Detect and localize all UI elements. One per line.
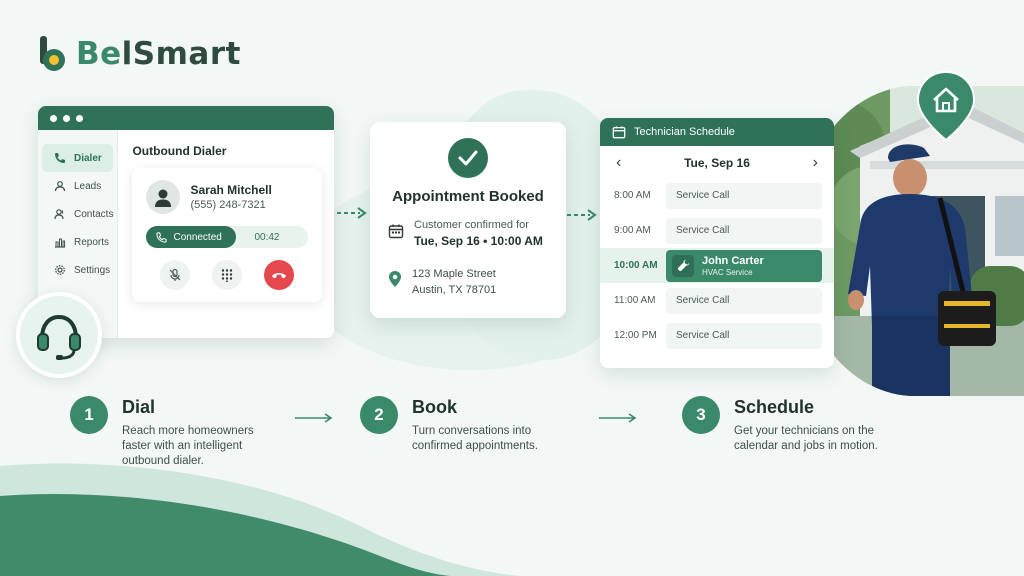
chevron-left-icon[interactable]: ‹ bbox=[616, 154, 622, 171]
step-title: Dial bbox=[122, 397, 156, 417]
schedule-slot[interactable]: 11:00 AM Service Call bbox=[600, 283, 834, 318]
call-duration: 00:42 bbox=[254, 231, 280, 243]
sidebar-item-label: Settings bbox=[74, 264, 111, 276]
slot-label: Service Call bbox=[666, 287, 822, 314]
sidebar-item-label: Dialer bbox=[74, 152, 102, 164]
step-title: Schedule bbox=[734, 397, 815, 417]
address-line: Austin, TX 78701 bbox=[412, 284, 497, 296]
step-description: Get your technicians on the calendar and… bbox=[734, 425, 878, 452]
calendar-icon bbox=[612, 126, 626, 139]
slot-time: 9:00 AM bbox=[614, 225, 651, 236]
bottom-wave-decoration bbox=[0, 463, 520, 576]
person-avatar-icon bbox=[155, 189, 172, 207]
arrow-right-icon bbox=[337, 207, 367, 219]
dialer-window: Dialer Leads Contacts Reports Settings O… bbox=[38, 106, 334, 338]
phone-call-icon bbox=[156, 231, 168, 243]
active-call-card: Sarah Mitchell (555) 248-7321 Connected … bbox=[132, 168, 323, 302]
window-dot bbox=[63, 114, 70, 122]
slot-time: 12:00 PM bbox=[614, 330, 657, 341]
sidebar-item-reports[interactable]: Reports bbox=[42, 228, 113, 256]
schedule-date: Tue, Sep 16 bbox=[684, 156, 750, 170]
schedule-slot[interactable]: 9:00 AM Service Call bbox=[600, 213, 834, 248]
keypad-button[interactable] bbox=[212, 260, 243, 290]
bar-chart-icon bbox=[55, 238, 66, 248]
sidebar-item-dialer[interactable]: Dialer bbox=[42, 144, 114, 172]
chevron-right-icon[interactable]: › bbox=[812, 154, 818, 171]
end-call-button[interactable] bbox=[264, 260, 295, 290]
appointment-booked-card: Appointment Booked Customer confirmed fo… bbox=[370, 122, 566, 318]
confirm-label: Customer confirmed for bbox=[414, 219, 529, 231]
calendar-icon bbox=[388, 224, 404, 239]
step-number: 3 bbox=[682, 396, 720, 434]
appointment-datetime: Tue, Sep 16 • 10:00 AM bbox=[414, 234, 543, 248]
slot-time: 11:00 AM bbox=[614, 295, 656, 306]
sidebar-item-label: Leads bbox=[74, 180, 102, 192]
window-dot bbox=[76, 114, 83, 122]
contacts-icon bbox=[54, 209, 64, 220]
avatar bbox=[146, 180, 181, 214]
mic-off-icon bbox=[170, 268, 181, 281]
arrow-right-icon bbox=[295, 413, 333, 423]
schedule-slot-booked[interactable]: 10:00 AM John Carter HVAC Service bbox=[600, 248, 834, 283]
caller-name: Sarah Mitchell bbox=[190, 183, 272, 197]
slot-label: Service Call bbox=[666, 182, 822, 209]
schedule-title: Technician Schedule bbox=[634, 126, 735, 138]
step-description: Turn conversations into confirmed appoin… bbox=[412, 425, 538, 452]
step-book: 2 Book Turn conversations into confirmed… bbox=[360, 396, 562, 454]
caller-phone: (555) 248-7321 bbox=[190, 199, 266, 211]
brand-logo: BelSmart bbox=[40, 36, 241, 72]
status-badge: Connected bbox=[146, 226, 237, 248]
schedule-slot[interactable]: 12:00 PM Service Call bbox=[600, 318, 834, 353]
technician-name: John Carter bbox=[702, 254, 764, 267]
sidebar-item-label: Reports bbox=[74, 236, 110, 248]
mute-button[interactable] bbox=[160, 260, 191, 290]
window-dot bbox=[50, 114, 57, 122]
booked-title: Appointment Booked bbox=[392, 188, 544, 205]
step-number: 1 bbox=[70, 396, 108, 434]
checkmark-icon bbox=[448, 138, 488, 178]
technician-schedule-card: Technician Schedule ‹ Tue, Sep 16 › 8:00… bbox=[600, 118, 834, 368]
address-line: 123 Maple Street bbox=[412, 268, 496, 280]
step-title: Book bbox=[412, 397, 457, 417]
slot-label: Service Call bbox=[666, 322, 822, 349]
arrow-right-icon bbox=[599, 413, 637, 423]
slot-time: 10:00 AM bbox=[614, 260, 658, 271]
status-label: Connected bbox=[173, 231, 222, 243]
phone-icon bbox=[55, 153, 65, 163]
date-navigator: ‹ Tue, Sep 16 › bbox=[600, 148, 834, 178]
headset-badge bbox=[16, 292, 102, 378]
home-location-pin-icon bbox=[916, 70, 976, 142]
brand-logo-icon bbox=[40, 36, 65, 71]
schedule-slot[interactable]: 8:00 AM Service Call bbox=[600, 178, 834, 213]
slot-label: Service Call bbox=[666, 217, 822, 244]
call-status-bar: Connected 00:42 bbox=[146, 226, 309, 248]
sidebar-item-contacts[interactable]: Contacts bbox=[42, 200, 113, 228]
dialer-title: Outbound Dialer bbox=[132, 144, 227, 158]
wrench-icon bbox=[672, 254, 694, 277]
service-type: HVAC Service bbox=[702, 267, 753, 277]
appointment-address: 123 Maple Street Austin, TX 78701 bbox=[412, 266, 496, 298]
keypad-icon bbox=[222, 269, 233, 282]
location-pin-icon bbox=[389, 271, 401, 287]
window-titlebar bbox=[38, 106, 334, 130]
slot-time: 8:00 AM bbox=[614, 190, 651, 201]
step-number: 2 bbox=[360, 396, 398, 434]
headset-icon bbox=[37, 314, 81, 360]
brand-name: BelSmart bbox=[76, 36, 241, 72]
sidebar-item-label: Contacts bbox=[74, 208, 114, 220]
technician-photo bbox=[800, 86, 1024, 396]
hang-up-icon bbox=[272, 273, 287, 279]
gear-icon bbox=[55, 265, 65, 275]
arrow-right-icon bbox=[567, 209, 597, 221]
sidebar-item-settings[interactable]: Settings bbox=[42, 256, 113, 284]
step-description: Reach more homeowners faster with an int… bbox=[122, 425, 254, 467]
step-dial: 1 Dial Reach more homeowners faster with… bbox=[70, 396, 262, 469]
sidebar-item-leads[interactable]: Leads bbox=[42, 172, 113, 200]
schedule-header: Technician Schedule bbox=[600, 118, 834, 146]
booked-appointment-block: John Carter HVAC Service bbox=[666, 249, 822, 282]
person-icon bbox=[54, 181, 66, 192]
step-schedule: 3 Schedule Get your technicians on the c… bbox=[682, 396, 884, 454]
